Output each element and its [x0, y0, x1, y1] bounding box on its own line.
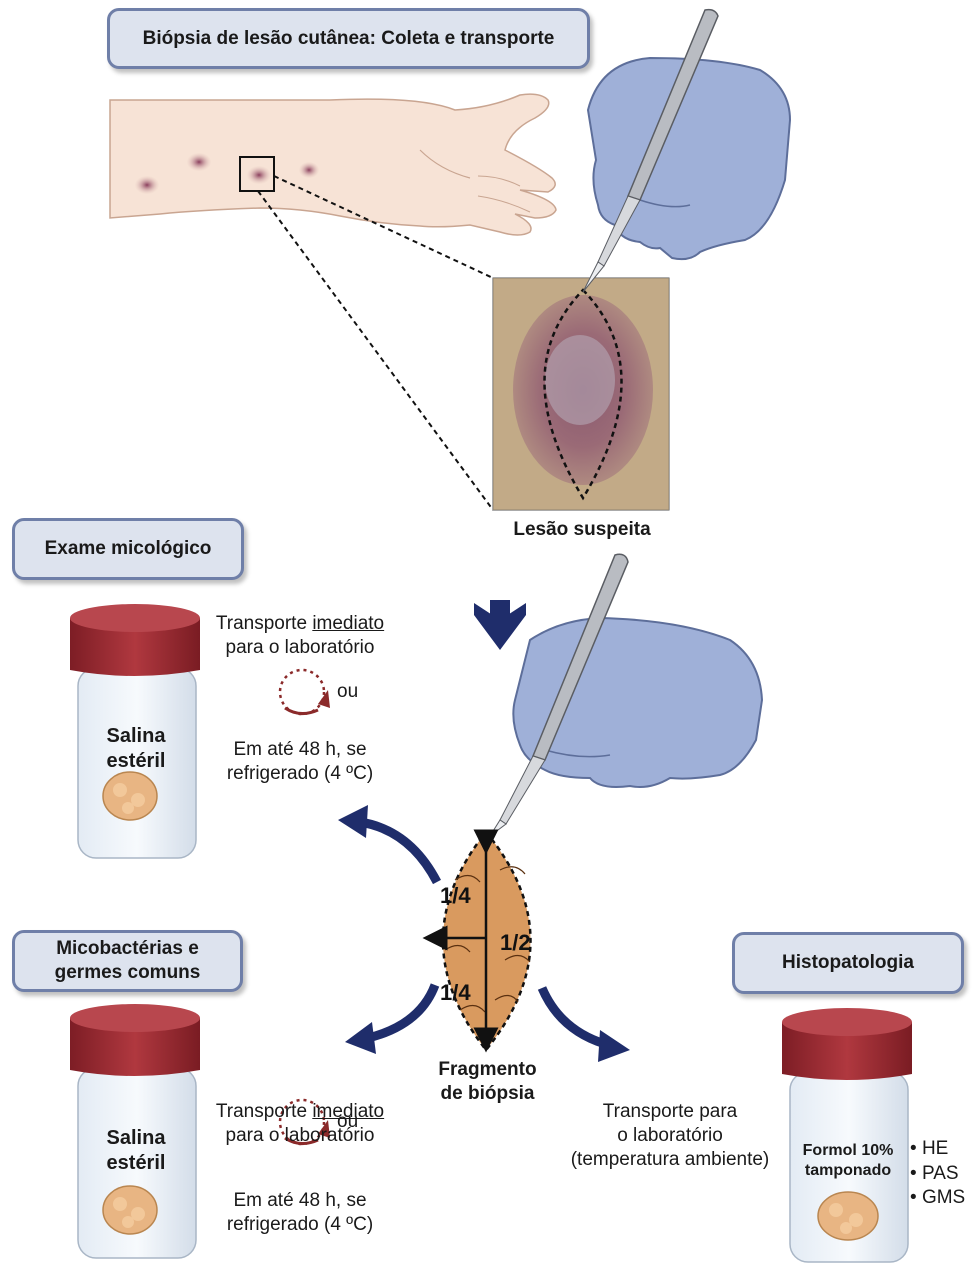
mycology-alt-text: Em até 48 h, se refrigerado (4 ºC): [200, 738, 400, 786]
alt-line1: Em até 48 h, se: [200, 1189, 400, 1213]
skin-spot: [187, 153, 211, 171]
transport-prefix: Transporte: [216, 613, 312, 634]
fragment-label: Fragmento de biópsia: [420, 1058, 555, 1106]
arrow-to-histopathology: [542, 988, 630, 1062]
fraction-right: 1/2: [500, 930, 531, 955]
mycology-transport-text: Transporte imediato para o laboratório: [200, 612, 400, 660]
stain-list: • HE • PAS • GMS: [910, 1137, 965, 1211]
stain-item: • GMS: [910, 1186, 965, 1211]
jar-label-line1: Salina: [80, 1126, 192, 1151]
jar-label-line2: tamponado: [786, 1161, 910, 1181]
mycobacteria-transport-text: Transporte imediato para o laboratório: [200, 1100, 400, 1148]
transport-prefix: Transporte: [216, 1101, 312, 1122]
skin-spot: [247, 166, 271, 184]
stain-item: • HE: [910, 1137, 965, 1162]
histopathology-jar-label: Formol 10% tamponado: [786, 1141, 910, 1181]
transport-line2: o laboratório: [555, 1124, 785, 1148]
or-label: ou: [337, 681, 358, 703]
bottom-gloved-hand: [513, 618, 762, 787]
mycobacteria-jar-label: Salina estéril: [80, 1126, 192, 1176]
transport-line2: para o laboratório: [200, 1124, 400, 1148]
alt-line1: Em até 48 h, se: [200, 738, 400, 762]
jar-label-line2: estéril: [80, 749, 192, 774]
fraction-top: 1/4: [440, 883, 471, 908]
mycobacteria-alt-text: Em até 48 h, se refrigerado (4 ºC): [200, 1189, 400, 1237]
jar-label-line1: Formol 10%: [786, 1141, 910, 1161]
transport-line1: Transporte para: [555, 1100, 785, 1124]
histopathology-jar: [782, 1008, 912, 1262]
stain-item: • PAS: [910, 1162, 965, 1187]
fraction-bottom: 1/4: [440, 980, 471, 1005]
clock-icon: [280, 670, 330, 714]
histopathology-transport-text: Transporte para o laboratório (temperatu…: [555, 1100, 785, 1171]
lesion-label: Lesão suspeita: [494, 518, 670, 542]
transport-line2: para o laboratório: [200, 636, 400, 660]
jar-label-line1: Salina: [80, 724, 192, 749]
fragment-label-line1: Fragmento: [420, 1058, 555, 1082]
arm-illustration: [110, 94, 556, 510]
jar-label-line2: estéril: [80, 1151, 192, 1176]
alt-line2: refrigerado (4 ºC): [200, 762, 400, 786]
lesion-photo: [493, 278, 669, 510]
fragment-label-line2: de biópsia: [420, 1082, 555, 1106]
skin-spot: [135, 176, 159, 194]
transport-line3: (temperatura ambiente): [555, 1148, 785, 1172]
arrow-to-mycology: [338, 805, 437, 882]
alt-line2: refrigerado (4 ºC): [200, 1213, 400, 1237]
skin-spot: [299, 162, 319, 178]
or-label: ou: [337, 1111, 358, 1133]
arrow-to-mycobacteria: [345, 985, 435, 1054]
transport-underlined: imediato: [312, 613, 384, 634]
mycology-jar-label: Salina estéril: [80, 724, 192, 774]
